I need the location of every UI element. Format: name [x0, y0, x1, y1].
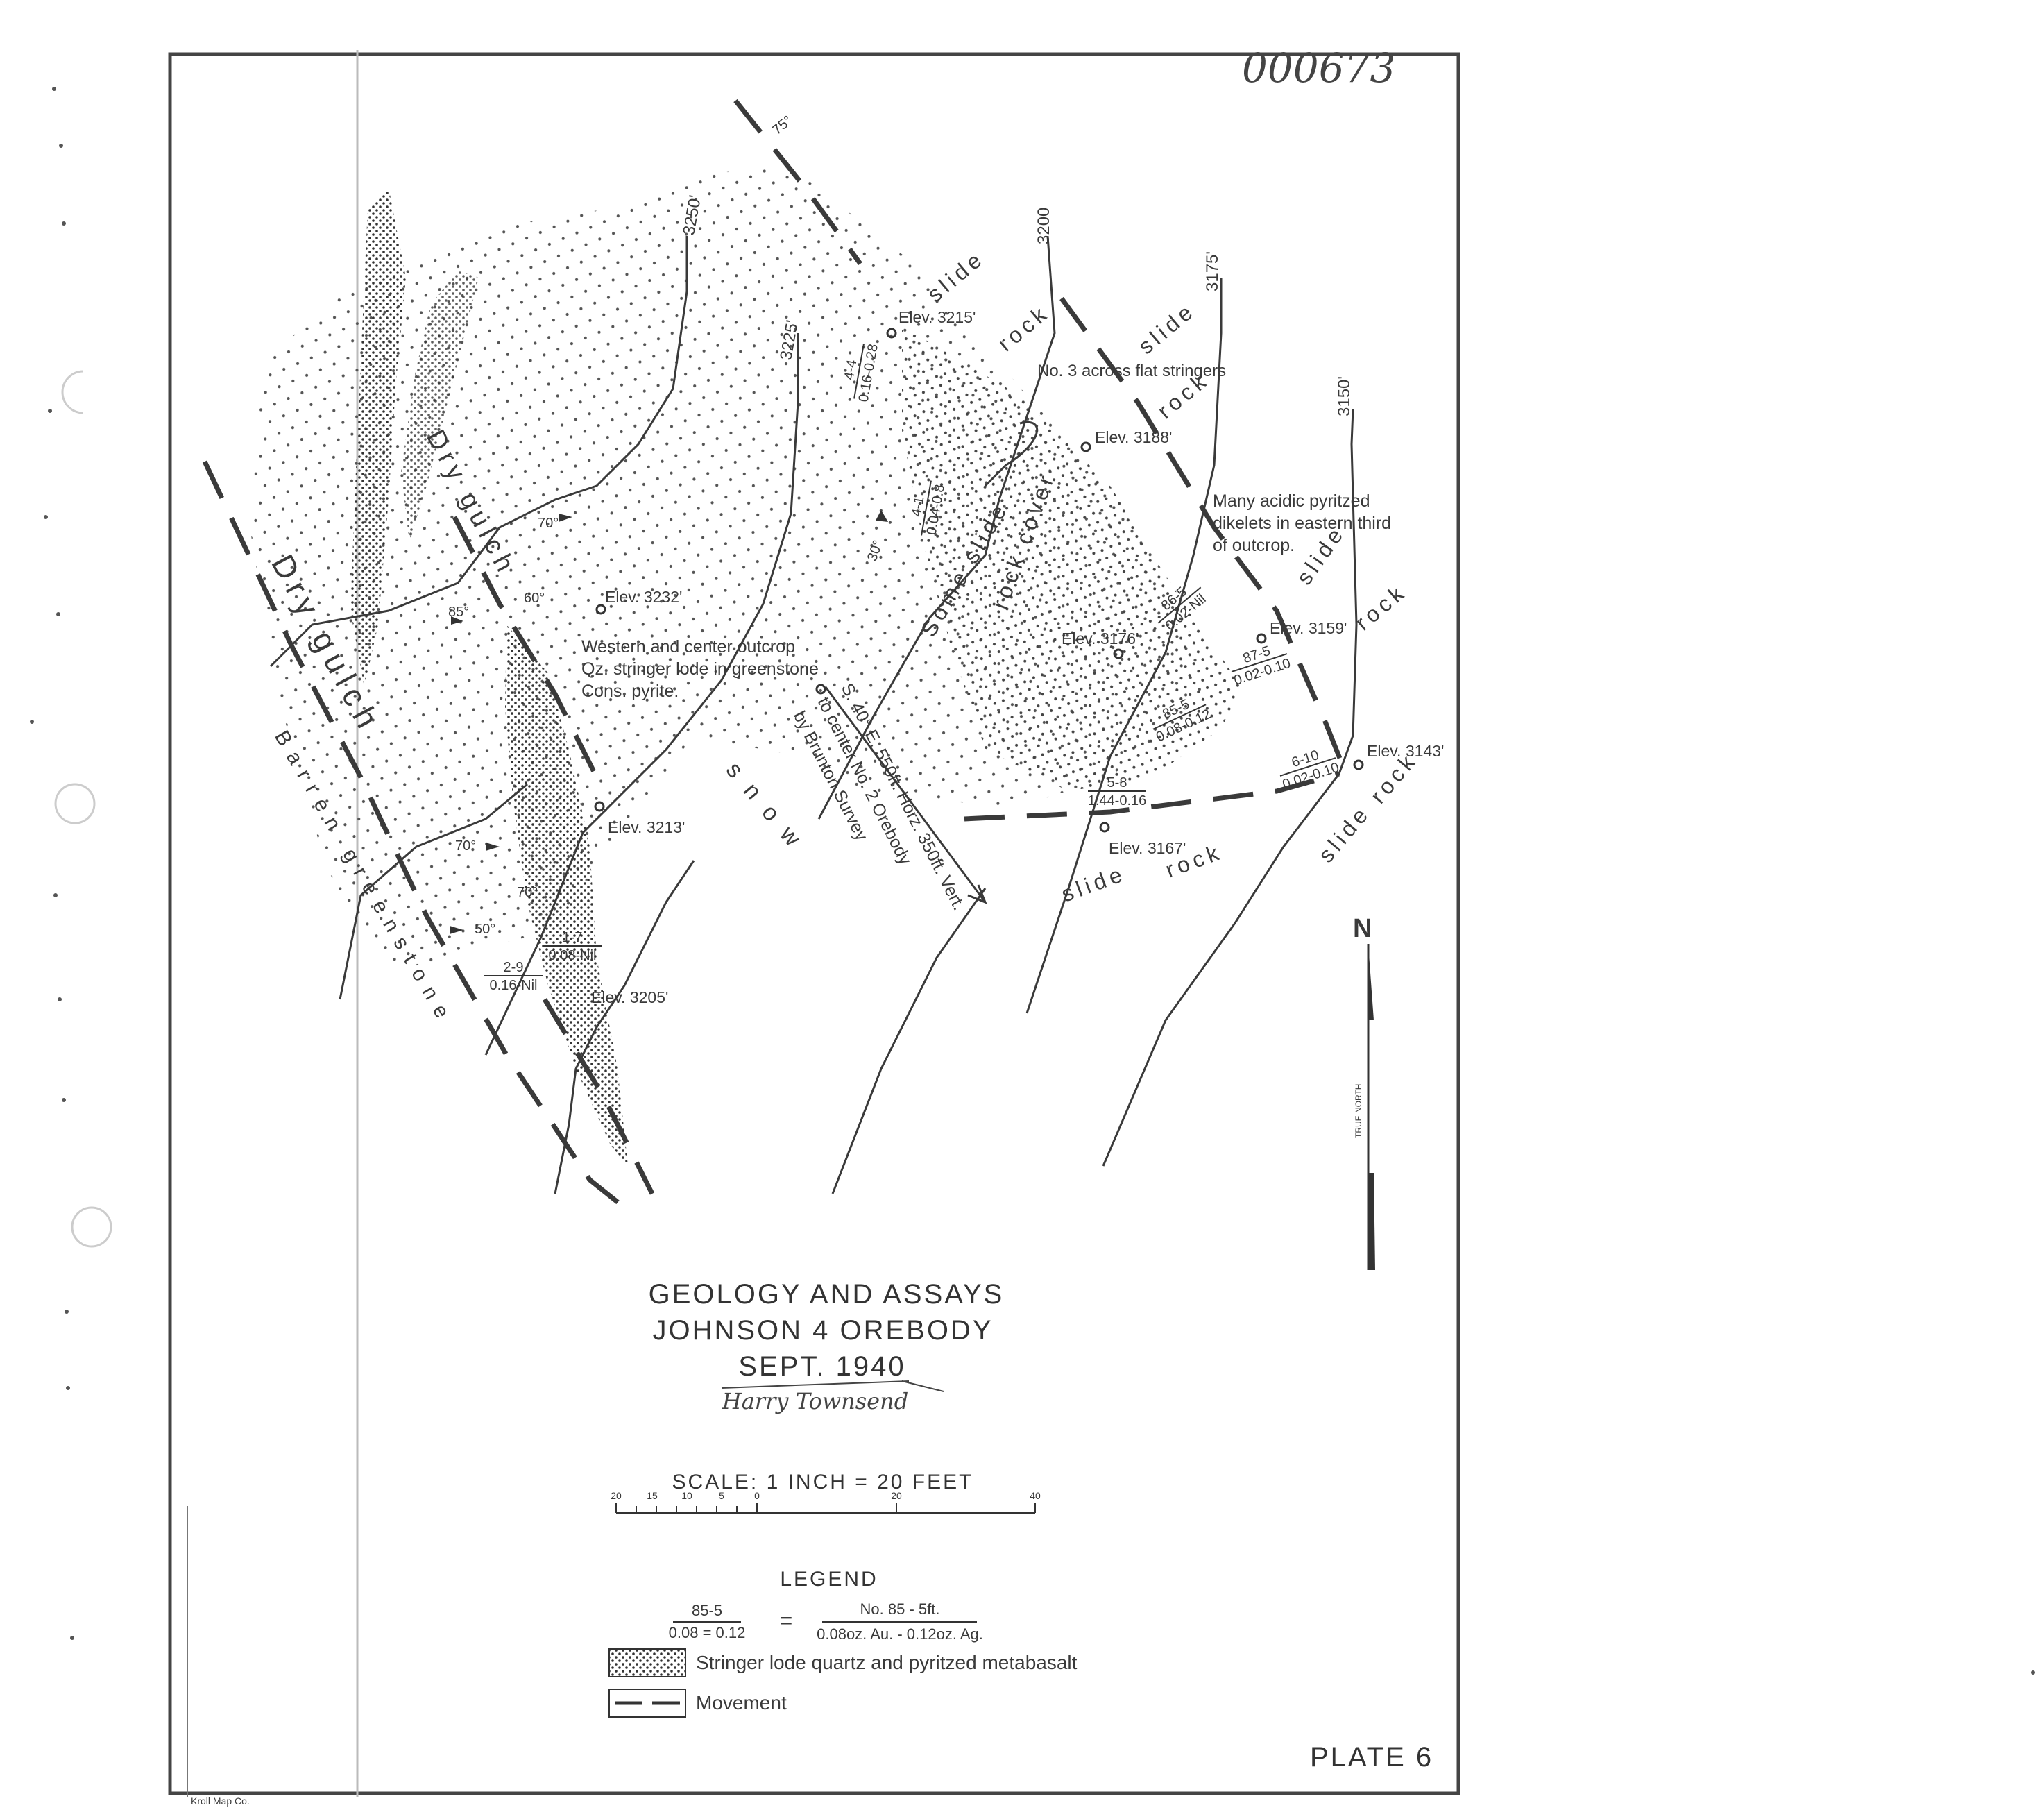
elevation-label: Elev. 3167' [1109, 839, 1186, 857]
slide-label: slide [922, 245, 989, 307]
legend-stipple-label: Stringer lode quartz and pyritzed metaba… [696, 1652, 1078, 1673]
slide-label: slide [1058, 861, 1129, 907]
legend-example-top: 85-5 [692, 1602, 722, 1619]
note-western: Cons. pyrite. [581, 682, 679, 701]
elevation-labels: Elev. 3215' Elev. 3188' Elev. 3232' Elev… [591, 308, 1444, 1006]
elevation-label: Elev. 3232' [605, 588, 682, 606]
note-no3: No. 3 across flat stringers [1037, 362, 1226, 380]
scale-tick: 15 [647, 1490, 658, 1501]
slide-label: slide [1313, 800, 1375, 868]
title-block: GEOLOGY AND ASSAYS JOHNSON 4 OREBODY SEP… [649, 1279, 1005, 1414]
note-western: Western and center outcrop [581, 637, 795, 657]
legend-explain-bottom: 0.08oz. Au. - 0.12oz. Ag. [817, 1625, 983, 1643]
legend-example-bottom: 0.08 = 0.12 [669, 1624, 746, 1641]
legend-explain-top: No. 85 - 5ft. [860, 1600, 940, 1618]
elevation-points [594, 328, 1364, 833]
dip-label: 85° [448, 604, 469, 620]
elevation-label: Elev. 3159' [1270, 619, 1347, 637]
elevation-label: Elev. 3215' [898, 308, 976, 326]
elevation-label: Elev. 3143' [1367, 742, 1444, 760]
legend-heading: LEGEND [780, 1568, 878, 1591]
assay-value: 5-8 [1107, 775, 1127, 790]
north-letter: N [1353, 914, 1372, 943]
rock-label: rock [1350, 578, 1411, 635]
assay-value: 4-4 [842, 359, 860, 381]
north-arrow: N TRUE NORTH [1353, 914, 1375, 1270]
legend-movement-swatch [608, 1689, 686, 1718]
elevation-label: Elev. 3205' [591, 988, 668, 1006]
assay-value: 2-9 [504, 960, 524, 975]
assay-value: 1.44-0.16 [1088, 793, 1147, 809]
legend: LEGEND 85-5 0.08 = 0.12 = No. 85 - 5ft. … [608, 1568, 1078, 1718]
snow-label: snow [721, 757, 816, 863]
scale-tick: 20 [891, 1490, 902, 1501]
scale-bar: SCALE: 1 INCH = 20 FEET 20 15 10 5 0 20 … [611, 1471, 1041, 1514]
scale-label: SCALE: 1 INCH = 20 FEET [672, 1471, 974, 1494]
assay-value: 4-1 [909, 496, 928, 518]
contour-labels: 3250' 3225' 3200 3175' 3150' [679, 194, 1354, 416]
elevation-label: Elev. 3213' [608, 818, 685, 836]
contour-label: 3175' [1203, 251, 1222, 291]
scale-tick: 10 [681, 1490, 692, 1501]
assay-value: 1-7 [563, 930, 583, 945]
plate-label: PLATE 6 [1310, 1742, 1433, 1773]
dip-label: 60° [524, 591, 545, 606]
title-line: GEOLOGY AND ASSAYS [649, 1279, 1005, 1310]
dip-arrows [450, 510, 888, 934]
contour-label: 3150' [1335, 376, 1354, 416]
elevation-label: Elev. 3188' [1095, 428, 1172, 446]
printer-imprint: Kroll Map Co. [191, 1795, 250, 1807]
note-acidic: of outcrop. [1213, 536, 1295, 555]
note-western: Qz. stringer lode in greenstone [581, 659, 819, 679]
scale-tick: 5 [719, 1490, 724, 1501]
north-label: TRUE NORTH [1354, 1084, 1363, 1138]
title-line: SEPT. 1940 [738, 1351, 905, 1382]
survey-line [824, 421, 1039, 904]
note-acidic: Many acidic pyritzed [1213, 491, 1370, 511]
scale-tick: 20 [611, 1490, 622, 1501]
margin-specks [30, 87, 2035, 1675]
dip-label: 50° [475, 922, 495, 937]
contour-lines [269, 235, 1358, 1194]
legend-equals: = [780, 1608, 793, 1633]
note-acidic: dikelets in eastern third [1213, 514, 1391, 533]
rock-label: rock [993, 299, 1054, 356]
elevation-label: Elev. 3176' [1062, 629, 1139, 648]
dip-label: 70° [455, 838, 476, 854]
slide-label: slide [1133, 297, 1200, 359]
scale-tick: 0 [754, 1490, 760, 1501]
contour-label: 3200 [1034, 208, 1053, 244]
outcrop-stipple [250, 167, 1242, 1166]
title-line: JOHNSON 4 OREBODY [652, 1315, 993, 1346]
signature: Harry Townsend [722, 1388, 908, 1414]
legend-stipple-swatch [608, 1648, 686, 1677]
assay-value: 0.16-Nil [490, 978, 538, 993]
assay-value: 0.08-Nil [549, 948, 597, 963]
scale-tick: 40 [1030, 1490, 1041, 1501]
dip-label: 70° [538, 516, 559, 531]
binder-holes [54, 370, 112, 1248]
document-number: 000673 [1242, 44, 1395, 92]
legend-movement-label: Movement [696, 1692, 787, 1714]
dip-label: 70° [517, 885, 538, 900]
dip-label: 75° [769, 113, 795, 138]
